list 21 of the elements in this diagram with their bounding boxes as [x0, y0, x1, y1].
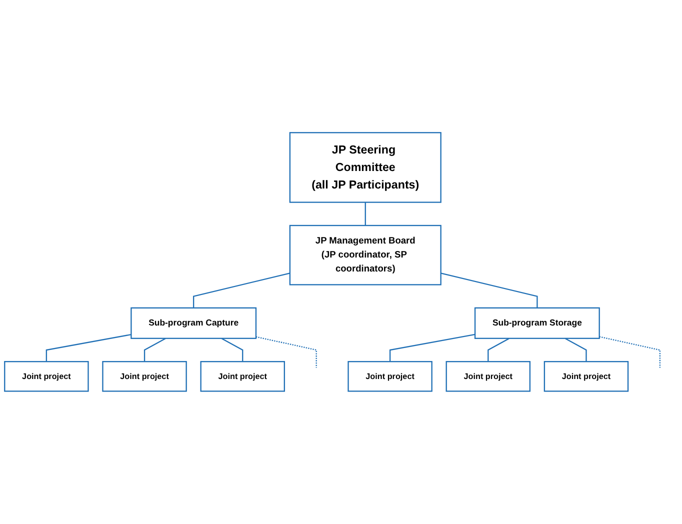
connector	[488, 338, 510, 362]
node-box: JP Steering Committee (all JP Participants)	[289, 132, 442, 203]
node-box: Joint project	[102, 361, 187, 392]
connector	[221, 338, 244, 362]
connector	[564, 338, 587, 362]
node-box: Joint project	[4, 361, 89, 392]
connector	[440, 272, 538, 308]
node-box: Sub-program Storage	[474, 307, 600, 340]
node-box: Joint project	[446, 361, 530, 392]
node-box: Joint project	[544, 361, 629, 392]
connector	[389, 334, 476, 362]
node-box: Joint project	[200, 361, 285, 392]
node-box: Sub-program Capture	[130, 307, 257, 340]
connector	[364, 202, 366, 226]
connector	[46, 334, 132, 362]
connector	[256, 336, 317, 368]
connector	[144, 338, 166, 362]
connector	[599, 336, 661, 368]
node-box: Joint project	[348, 361, 432, 392]
node-box: JP Management Board (JP coordinator, SP coordinators)	[289, 225, 442, 286]
connector	[193, 272, 290, 308]
